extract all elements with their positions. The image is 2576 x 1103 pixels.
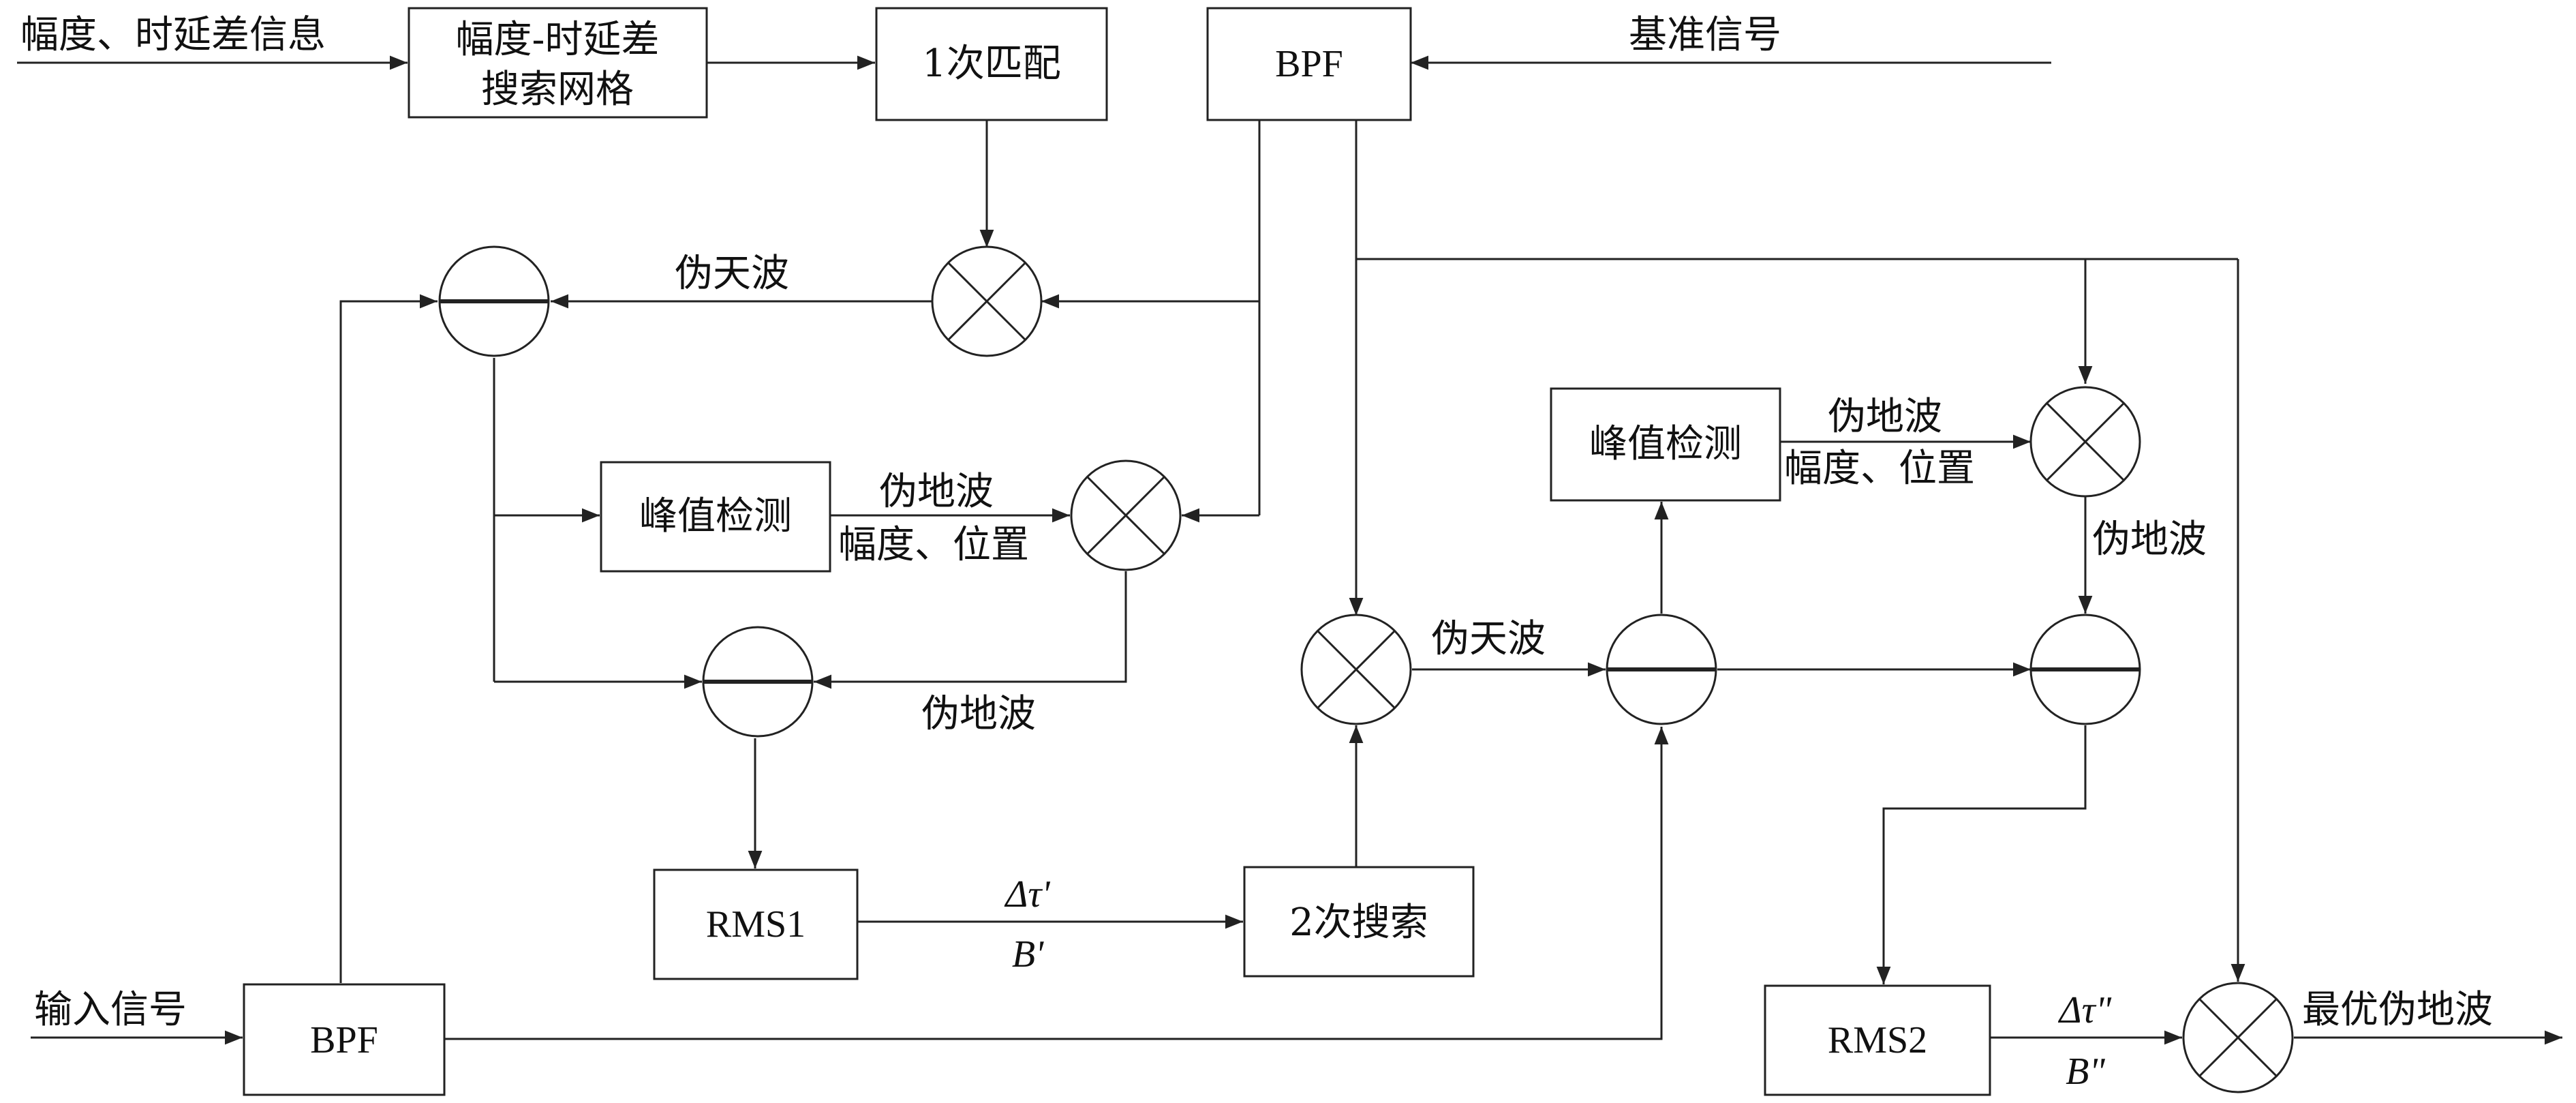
arrow-sub-right-to-rms2: [1876, 725, 2087, 984]
subtractor-center: [1606, 614, 1717, 725]
peak-left-label: 峰值检测: [639, 494, 792, 539]
label-delta-tau-2: Δτ": [2058, 989, 2112, 1031]
multiplier-top-left: [931, 245, 1043, 357]
label-reference-signal: 基准信号: [1629, 13, 1781, 57]
label-delta-tau-1: Δτ': [1005, 873, 1051, 916]
bpf-top-label: BPF: [1275, 43, 1343, 85]
search2-block: 2次搜索: [1243, 866, 1475, 978]
rms1-block: RMS1: [653, 868, 859, 980]
multiplier-final: [2182, 982, 2294, 1093]
multiplier-mid-left: [1070, 459, 1182, 571]
arrow-bpf-bottom-to-sub-center: [444, 727, 1669, 1040]
bpf-bottom-block: BPF: [243, 983, 446, 1096]
grid-block-line1: 幅度-时延差: [456, 18, 660, 62]
match1-label: 1次匹配: [922, 42, 1061, 86]
label-pseudo-ground-left-top: 伪地波: [879, 470, 994, 514]
connections: [17, 55, 2562, 1045]
label-pseudo-sky-right: 伪天波: [1431, 617, 1546, 661]
match1-block: 1次匹配: [875, 7, 1108, 121]
multiplier-center: [1300, 614, 1412, 725]
label-input-signal: 输入信号: [34, 988, 187, 1032]
peak-left-block: 峰值检测: [600, 461, 831, 573]
bpf-bottom-label: BPF: [310, 1019, 378, 1061]
label-amp-pos-left: 幅度、位置: [838, 523, 1029, 567]
search2-label: 2次搜索: [1289, 901, 1428, 945]
peak-right-label: 峰值检测: [1589, 422, 1742, 466]
subtractor-mid-left: [702, 626, 814, 738]
label-pseudo-sky-left: 伪天波: [675, 252, 789, 296]
label-pseudo-ground-right-vertical: 伪地波: [2092, 517, 2207, 562]
bpf-top-block: BPF: [1206, 7, 1412, 121]
multiplier-right: [2029, 386, 2141, 498]
label-b-2: B": [2066, 1051, 2105, 1093]
label-b-1: B': [1012, 933, 1044, 976]
grid-block-line2: 搜索网格: [481, 67, 634, 112]
rms2-block: RMS2: [1764, 984, 1991, 1096]
rms2-label: RMS2: [1828, 1019, 1927, 1061]
arrow-pseudo-ground-left: [814, 571, 1127, 689]
subtractor-right: [2029, 614, 2141, 725]
peak-right-block: 峰值检测: [1550, 387, 1781, 502]
arrow-bpf-bottom-to-sub-left: [339, 294, 438, 983]
label-optimal-ground: 最优伪地波: [2302, 988, 2493, 1032]
label-amp-pos-right: 幅度、位置: [1784, 447, 1975, 491]
rms1-label: RMS1: [706, 903, 806, 946]
label-pseudo-ground-right-top: 伪地波: [1828, 395, 1942, 439]
subtractor-top-left: [438, 245, 550, 357]
grid-block: 幅度-时延差 搜索网格: [408, 7, 708, 119]
label-amp-delay-info: 幅度、时延差信息: [20, 13, 326, 57]
label-pseudo-ground-left-bottom: 伪地波: [921, 692, 1036, 736]
